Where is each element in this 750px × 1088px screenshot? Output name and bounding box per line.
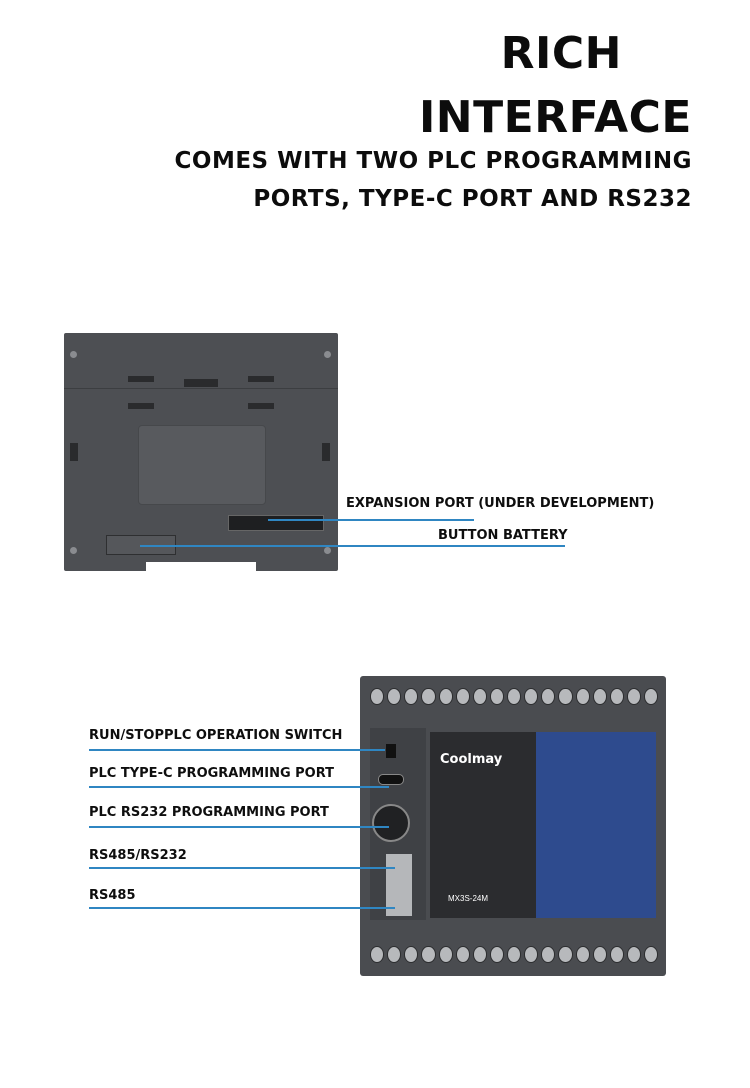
title-rich: RICH (500, 28, 622, 79)
run-stop-switch (386, 744, 396, 758)
rs232-port (372, 804, 410, 842)
output-terminal-row (370, 946, 659, 964)
rs485-terminal-block (386, 854, 412, 916)
type-c-port (378, 774, 404, 785)
leader-line-expansion (268, 519, 474, 521)
label-run-stop-switch: RUN/STOPPLC OPERATION SWITCH (89, 728, 343, 743)
label-rs232-port: PLC RS232 PROGRAMMING PORT (89, 805, 329, 820)
subtitle-line-1: COMES WITH TWO PLC PROGRAMMING (174, 148, 692, 174)
title-interface: INTERFACE (418, 92, 692, 143)
label-rs485-rs232: RS485/RS232 (89, 848, 187, 863)
plc-front-image: Coolmay MX3S-24M (360, 676, 666, 976)
label-rs485: RS485 (89, 888, 136, 903)
input-terminal-row (370, 688, 659, 706)
label-button-battery: BUTTON BATTERY (438, 528, 568, 543)
plc-back-image (64, 333, 338, 572)
leader-line-switch (89, 749, 385, 751)
label-type-c-port: PLC TYPE-C PROGRAMMING PORT (89, 766, 335, 781)
blue-panel (536, 732, 656, 918)
model-label: MX3S-24M (448, 894, 489, 903)
leader-line-typec (89, 786, 389, 788)
leader-line-rs485-rs232 (89, 867, 395, 869)
front-cover: Coolmay (430, 732, 656, 918)
subtitle-line-2: PORTS, TYPE-C PORT AND RS232 (253, 186, 692, 212)
label-expansion-port: EXPANSION PORT (UNDER DEVELOPMENT) (346, 496, 655, 511)
brand-logo: Coolmay (440, 752, 503, 767)
leader-line-rs232 (89, 826, 389, 828)
leader-line-rs485 (89, 907, 395, 909)
leader-line-battery (140, 545, 565, 547)
expansion-port (228, 515, 324, 531)
battery-cover (138, 425, 266, 505)
